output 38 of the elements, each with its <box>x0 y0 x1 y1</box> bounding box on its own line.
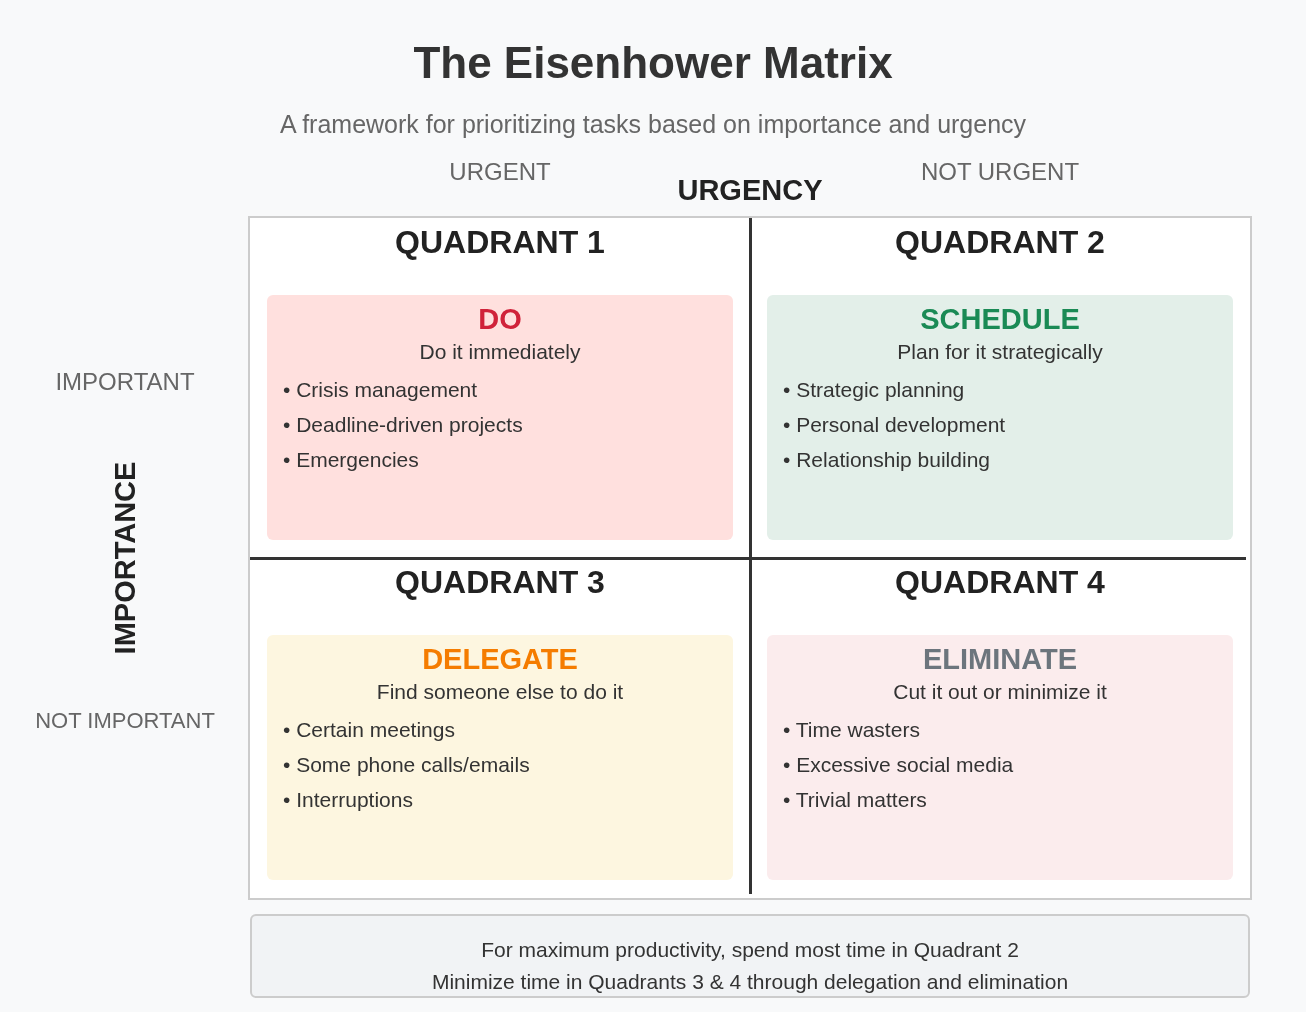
bullet-item: • Some phone calls/emails <box>283 753 531 777</box>
bullet-item: • Deadline-driven projects <box>283 413 524 437</box>
bullet-item: • Certain meetings <box>283 718 456 742</box>
bullet-item: • Strategic planning <box>783 378 966 402</box>
action-description: Plan for it strategically <box>896 340 1104 364</box>
axis-label: IMPORTANT <box>54 368 196 396</box>
axis-label: NOT IMPORTANT <box>34 708 216 734</box>
action-heading: DO <box>477 303 523 336</box>
quadrant-heading: QUADRANT 4 <box>894 564 1106 601</box>
bullet-item: • Excessive social media <box>783 753 1015 777</box>
bullet-item: • Emergencies <box>283 448 420 472</box>
axis-label: URGENT <box>448 158 552 186</box>
bullet-item: • Personal development <box>783 413 1007 437</box>
action-heading: DELEGATE <box>421 643 579 676</box>
title: The Eisenhower Matrix <box>412 38 894 88</box>
axis-title: IMPORTANCE <box>108 461 142 655</box>
quadrant-card <box>767 295 1233 540</box>
bullet-item: • Crisis management <box>283 378 479 402</box>
note-text: For maximum productivity, spend most time in Quadrant 2 <box>480 937 1020 963</box>
action-description: Find someone else to do it <box>375 680 625 704</box>
bullet-item: • Interruptions <box>283 788 414 812</box>
quadrant-heading: QUADRANT 1 <box>394 224 606 261</box>
bullet-item: • Relationship building <box>783 448 991 472</box>
quadrant-heading: QUADRANT 3 <box>394 564 606 601</box>
quadrant-card <box>267 635 733 880</box>
quadrant-heading: QUADRANT 2 <box>894 224 1106 261</box>
bullet-item: • Trivial matters <box>783 788 928 812</box>
axis-label: NOT URGENT <box>919 158 1081 186</box>
action-heading: SCHEDULE <box>919 303 1081 336</box>
bullet-item: • Time wasters <box>783 718 921 742</box>
subtitle: A framework for prioritizing tasks based on importance and urgency <box>278 110 1028 139</box>
action-description: Do it immediately <box>418 340 582 364</box>
axis-title: URGENCY <box>676 174 824 207</box>
note-text: Minimize time in Quadrants 3 & 4 through delegation and elimination <box>430 969 1070 995</box>
quadrant-card <box>267 295 733 540</box>
note-box <box>250 914 1250 998</box>
action-description: Cut it out or minimize it <box>892 680 1108 704</box>
action-heading: ELIMINATE <box>921 643 1079 676</box>
